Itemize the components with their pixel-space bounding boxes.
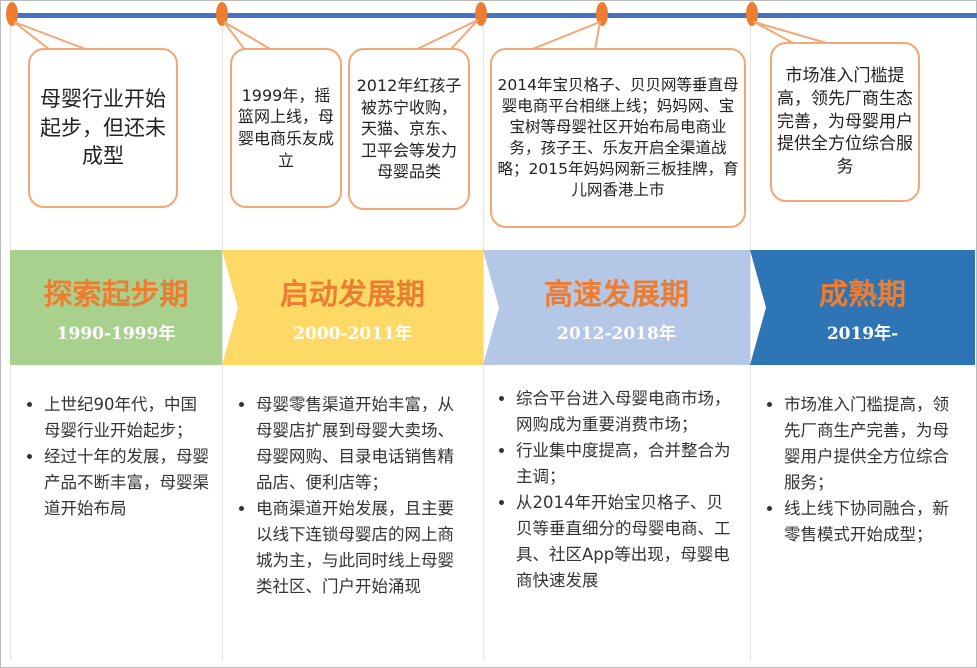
callout-3: 2012年红孩子被苏宁收购，天猫、京东、卫平会等发力母婴品类 — [348, 48, 470, 210]
stage-years: 2012-2018年 — [557, 324, 676, 344]
callout-1: 母婴行业开始起步，但还未成型 — [28, 48, 178, 208]
stage-band-4: 成熟期 2019年- — [750, 250, 975, 365]
callout-pointers — [13, 19, 831, 51]
stage-title: 启动发展期 — [279, 277, 425, 311]
stage-4-bullets: 市场准入门槛提高，领先厂商生产完善，为母婴用户提供全方位综合服务； 线上线下协同… — [762, 392, 962, 548]
timeline-dot — [216, 2, 228, 26]
stage-band-3: 高速发展期 2012-2018年 — [483, 250, 750, 365]
bullet-item: 经过十年的发展，母婴产品不断丰富，母婴渠道开始布局 — [44, 444, 212, 522]
stage-title: 高速发展期 — [543, 277, 689, 311]
bullet-item: 母婴零售渠道开始丰富，从母婴店扩展到母婴大卖场、母婴网购、目录电话销售精品店、便… — [256, 392, 468, 496]
stage-1-bullets: 上世纪90年代，中国母婴行业开始起步； 经过十年的发展，母婴产品不断丰富，母婴渠… — [22, 392, 212, 522]
callout-5: 市场准入门槛提高，领先厂商生态完善，为母婴用户提供全方位综合服务 — [770, 42, 920, 202]
column-divider — [483, 20, 484, 660]
bullet-item: 上世纪90年代，中国母婴行业开始起步； — [44, 392, 212, 444]
timeline-dot — [596, 2, 608, 26]
stage-years: 1990-1999年 — [56, 324, 176, 344]
stage-2-bullets: 母婴零售渠道开始丰富，从母婴店扩展到母婴大卖场、母婴网购、目录电话销售精品店、便… — [234, 392, 468, 601]
stage-3-bullets: 综合平台进入母婴电商市场，网购成为重要消费市场； 行业集中度提高，合并整合为主调… — [494, 386, 734, 595]
bullet-item: 市场准入门槛提高，领先厂商生产完善，为母婴用户提供全方位综合服务； — [784, 392, 962, 496]
stage-title: 探索起步期 — [43, 277, 189, 311]
bullet-item: 从2014年开始宝贝格子、贝贝等垂直细分的母婴电商、工具、社区App等出现，母婴… — [516, 490, 734, 594]
callout-2: 1999年，摇篮网上线，母婴电商乐友成立 — [230, 48, 342, 208]
timeline-dot — [746, 2, 758, 26]
stage-band-2: 启动发展期 2000-2011年 — [222, 250, 483, 365]
stage-band-1: 探索起步期 1990-1999年 — [10, 250, 222, 365]
stage-title: 成熟期 — [818, 277, 906, 311]
bullet-item: 综合平台进入母婴电商市场，网购成为重要消费市场； — [516, 386, 734, 438]
column-divider — [222, 20, 223, 660]
column-divider — [750, 20, 751, 660]
callout-4: 2014年宝贝格子、贝贝网等垂直母婴电商平台相继上线；妈妈网、宝宝树等母婴社区开… — [490, 48, 746, 228]
timeline-line — [10, 13, 977, 18]
stage-years: 2019年- — [826, 324, 899, 344]
bullet-item: 线上线下协同融合，新零售模式开始成型； — [784, 496, 962, 548]
stage-years: 2000-2011年 — [293, 324, 412, 344]
bullet-item: 行业集中度提高，合并整合为主调； — [516, 438, 734, 490]
bullet-item: 电商渠道开始发展，且主要以线下连锁母婴店的网上商城为主，与此同时线上母婴类社区、… — [256, 496, 468, 600]
timeline-dot — [6, 2, 18, 26]
